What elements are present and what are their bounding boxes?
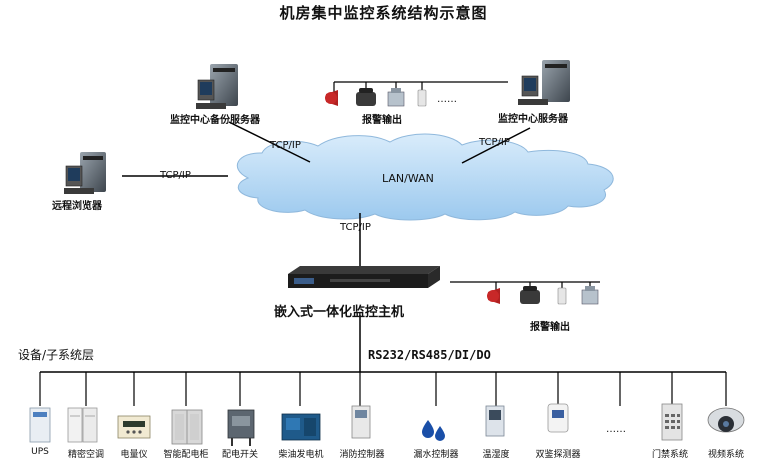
fire-controller-icon — [351, 405, 371, 439]
device-label-fire-controller: 消防控制器 — [339, 450, 385, 460]
device-label-distribution-cabinet: 智能配电柜 — [163, 450, 209, 460]
cloud-label: LAN/WAN — [382, 172, 434, 185]
power-switch-icon — [227, 409, 255, 446]
top-alarm-output-label: 报警输出 — [362, 115, 402, 126]
top-alarm-devices — [325, 88, 427, 107]
device-label-power-switch: 配电开关 — [221, 450, 258, 460]
diesel-generator-icon — [281, 413, 321, 441]
protocol-main-link: TCP/IP — [479, 137, 510, 148]
device-layer-label: 设备/子系统层 — [18, 348, 95, 362]
main-server-label: 监控中心服务器 — [498, 114, 568, 125]
temp-humidity-icon — [485, 405, 505, 437]
main-server-computer-icon — [518, 60, 570, 105]
access-control-icon — [661, 403, 683, 441]
water-leak-icon — [422, 420, 445, 441]
device-label-water-leak: 漏水控制器 — [413, 450, 459, 460]
monitoring-host-device-icon — [288, 266, 440, 288]
lan-wan-cloud — [236, 133, 614, 221]
protocol-backup-link: TCP/IP — [270, 140, 301, 151]
monitoring-host-label: 嵌入式一体化监控主机 — [274, 305, 405, 320]
protocol-host-link: TCP/IP — [340, 222, 371, 233]
power-meter-icon — [117, 415, 151, 439]
device-label-power-meter: 电量仪 — [120, 450, 148, 460]
top-alarm-ellipsis: …… — [437, 94, 457, 105]
ups-icon — [29, 407, 51, 443]
video-camera-icon — [707, 407, 745, 433]
device-label-temp-humidity: 温湿度 — [482, 450, 510, 460]
precision-ac-icon — [67, 407, 98, 443]
distribution-cabinet-icon — [171, 409, 203, 445]
backup-server-computer-icon — [196, 64, 238, 109]
device-label-dual-detector: 双鉴探测器 — [535, 450, 581, 460]
device-label-video: 视频系统 — [707, 450, 744, 460]
host-alarm-output-label: 报警输出 — [530, 322, 570, 333]
remote-browser-label: 远程浏览器 — [52, 201, 102, 212]
device-label-diesel-generator: 柴油发电机 — [278, 450, 324, 460]
device-label-precision-ac: 精密空调 — [67, 450, 104, 460]
diagram-title: 机房集中监控系统结构示意图 — [279, 4, 488, 22]
remote-browser-computer-icon — [64, 152, 106, 194]
backup-server-label: 监控中心备份服务器 — [170, 115, 260, 126]
device-label-access-control: 门禁系统 — [651, 450, 688, 460]
device-ellipsis: …… — [606, 424, 626, 435]
host-alarm-devices — [487, 286, 599, 305]
protocol-remote-link: TCP/IP — [160, 170, 191, 181]
device-label-ups: UPS — [31, 447, 49, 457]
dual-detector-icon — [547, 403, 569, 433]
bus-protocols-label: RS232/RS485/DI/DO — [368, 348, 491, 362]
